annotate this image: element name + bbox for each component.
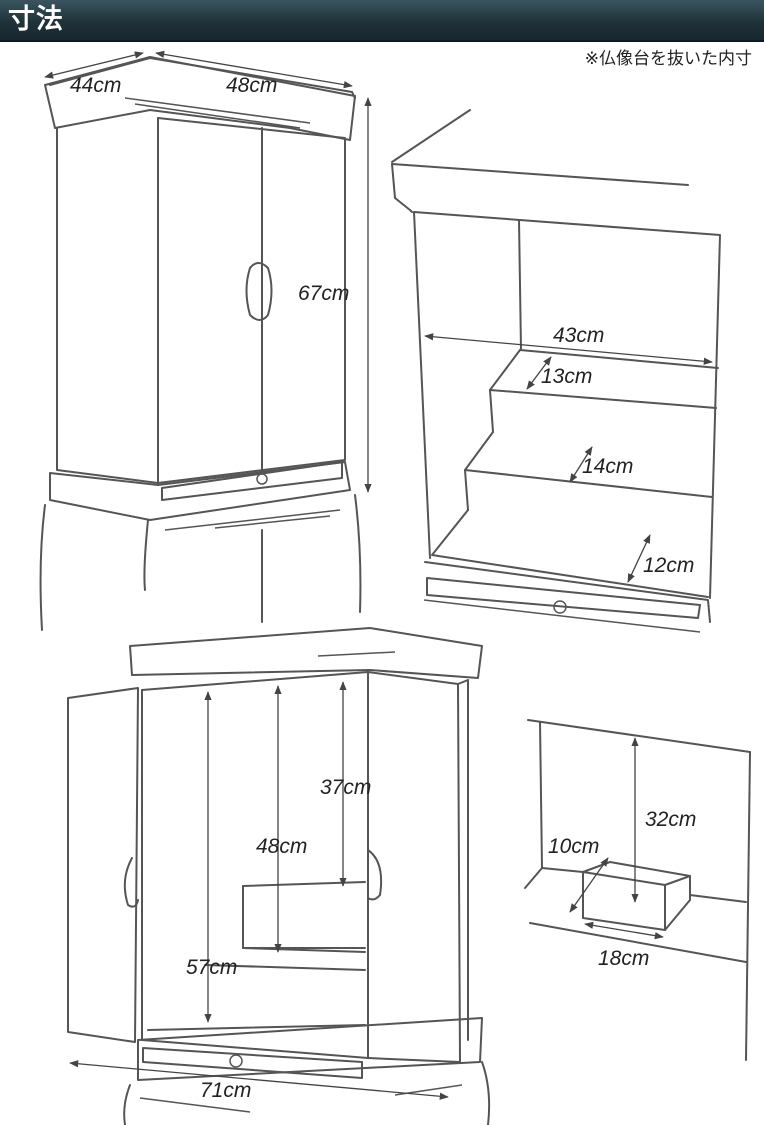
step-bottom-label: 12cm xyxy=(643,554,694,577)
dimension-note: ※仏像台を抜いた内寸 xyxy=(584,49,752,69)
section-title: 寸法 xyxy=(8,4,64,35)
stand-depth-label: 10cm xyxy=(548,835,599,858)
open-height-top-label: 37cm xyxy=(320,776,371,799)
interior-width-label: 43cm xyxy=(553,324,604,347)
interior-steps-drawing xyxy=(391,109,721,633)
exterior-width-label: 48cm xyxy=(226,74,277,97)
stand-height-label: 32cm xyxy=(645,808,696,831)
open-height-middle-label: 48cm xyxy=(256,835,307,858)
stand-width-label: 18cm xyxy=(598,947,649,970)
open-width-label: 71cm xyxy=(200,1079,251,1102)
closed-cabinet-drawing xyxy=(39,56,362,631)
exterior-depth-label: 44cm xyxy=(70,74,121,97)
step-top-label: 13cm xyxy=(541,365,592,388)
step-middle-label: 14cm xyxy=(582,455,633,478)
section-header: 寸法 xyxy=(0,0,764,42)
open-height-full-label: 57cm xyxy=(186,956,237,979)
exterior-height-label: 67cm xyxy=(298,282,349,305)
open-cabinet-drawing xyxy=(67,627,491,1125)
stand-drawing xyxy=(524,719,751,1061)
